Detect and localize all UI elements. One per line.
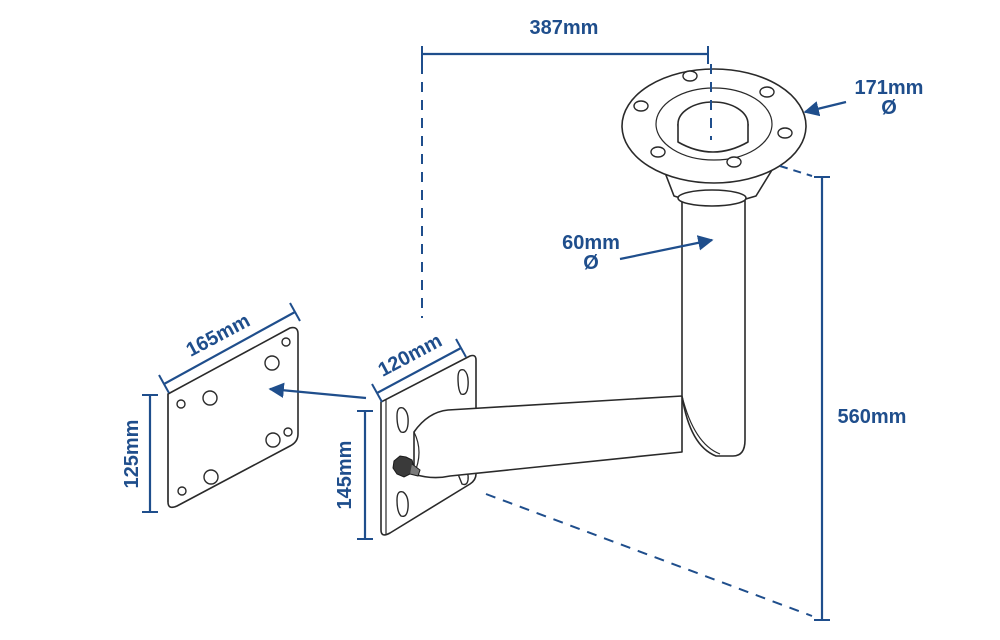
post-diameter-label: 60mm <box>562 232 620 254</box>
backing-plate-hole <box>265 432 281 448</box>
wall-plate-slot <box>396 406 409 434</box>
backing-plate-hole <box>283 427 293 437</box>
locking-knob <box>392 455 421 478</box>
backing-plate-hole <box>281 337 291 347</box>
backing-plate-hole <box>264 355 280 371</box>
backing-plate-hole <box>203 469 219 485</box>
horizontal-arm <box>413 395 683 479</box>
backing-plate-hole <box>202 390 218 406</box>
flange-bolt-hole <box>777 127 793 139</box>
wall-plate-slot <box>457 368 469 396</box>
flange-diameter-label: 171mm <box>855 77 924 99</box>
flange-diameter-symbol: Ø <box>881 97 897 119</box>
backing-plate-height-label: 125mm <box>121 420 143 489</box>
post-diameter-symbol: Ø <box>583 252 599 274</box>
backing-plate-hole <box>177 486 187 496</box>
flange-bolt-hole <box>759 86 775 98</box>
mounting-flange <box>621 68 807 207</box>
flange-bolt-hole <box>726 156 742 168</box>
flange-bolt-hole <box>650 146 666 158</box>
wall-plate-slot <box>396 490 409 518</box>
backing-plate <box>167 326 299 509</box>
flange-bolt-hole <box>682 70 698 82</box>
dimension-lines <box>142 46 847 621</box>
total-height-label: 560mm <box>838 406 907 428</box>
arm-reach-label: 387mm <box>530 17 599 39</box>
vertical-post <box>681 195 746 457</box>
wall-plate-height-label: 145mm <box>334 441 356 510</box>
backing-plate-hole <box>176 399 186 409</box>
flange-bolt-hole <box>633 100 649 112</box>
